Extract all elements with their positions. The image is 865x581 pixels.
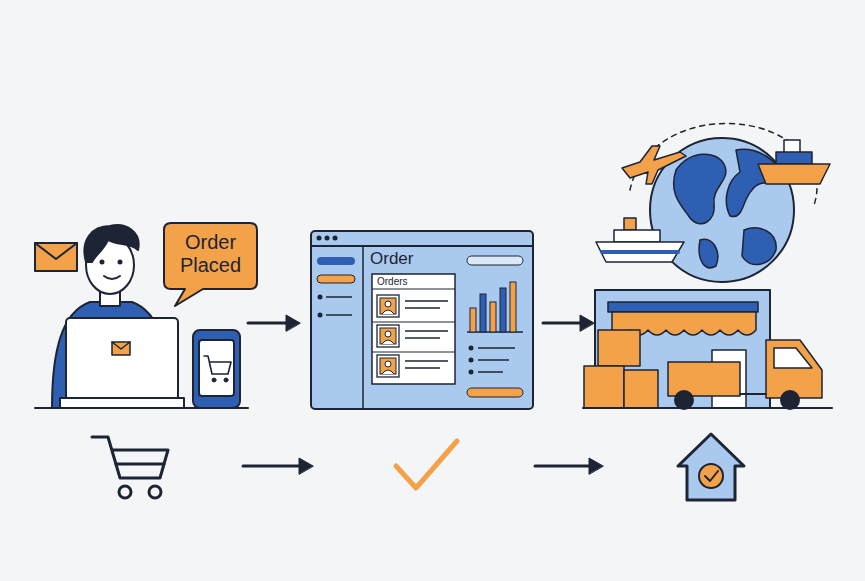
parcel-boxes <box>584 330 658 408</box>
phone-icon <box>193 330 240 408</box>
ship-icon <box>758 140 830 184</box>
window-title: Order <box>370 250 413 269</box>
mail-icon <box>35 243 77 271</box>
delivery-truck <box>668 340 822 409</box>
plane-icon <box>622 146 686 184</box>
ground-line <box>583 407 832 409</box>
panel-label: Orders <box>377 276 408 287</box>
ship-icon <box>596 218 684 262</box>
speech-bubble: Order Placed <box>163 222 258 290</box>
orders-panel: Orders <box>371 273 456 385</box>
bubble-text: Order Placed <box>171 231 250 277</box>
app-window: OrderOrders <box>310 230 534 410</box>
cart-icon <box>92 437 168 498</box>
home-icon <box>678 434 744 500</box>
check-icon <box>396 441 457 488</box>
orders-panel <box>371 273 456 385</box>
